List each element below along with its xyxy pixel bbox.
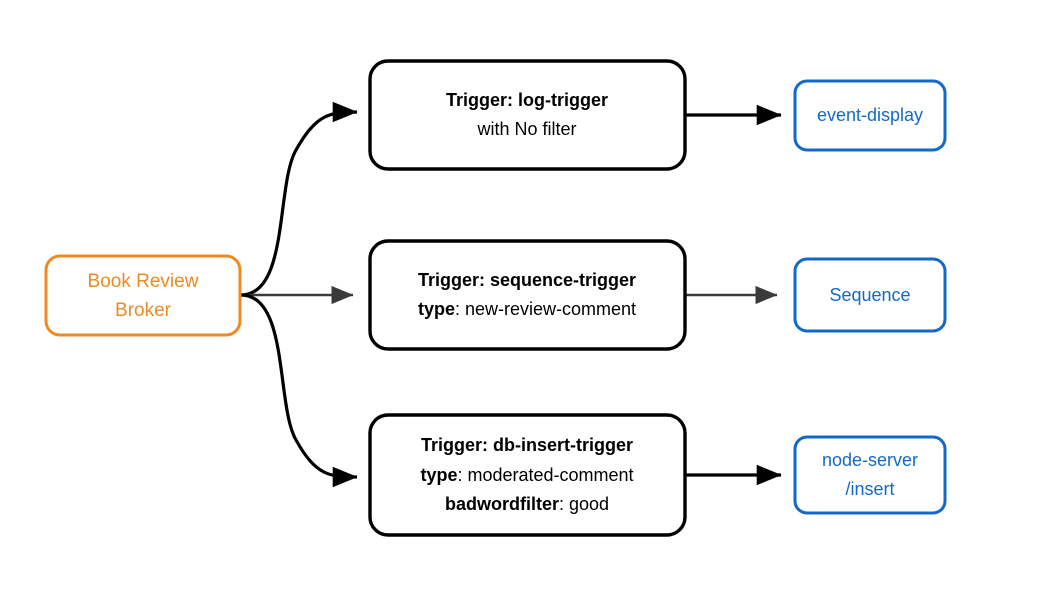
db-insert-trigger-box[interactable]	[368, 413, 687, 537]
db-insert-trigger-line-3: badwordfilter: good	[445, 494, 609, 514]
book-review-broker-line1: Book Review	[88, 271, 199, 292]
node-sequence[interactable]: Sequence	[793, 257, 947, 333]
db-insert-trigger-line-1: Trigger: db-insert-trigger	[421, 435, 633, 455]
node-server-insert-line1: node-server	[822, 450, 918, 470]
book-review-broker-line2: Broker	[115, 300, 172, 321]
db-insert-trigger-line-2-normal: : moderated-comment	[457, 465, 633, 485]
node-db-insert-trigger[interactable]: Trigger: db-insert-trigger type: moderat…	[368, 413, 687, 537]
sequence-trigger-line-2: type: new-review-comment	[418, 299, 636, 319]
db-insert-trigger-line-3-normal: : good	[559, 494, 609, 514]
event-display-label: event-display	[817, 105, 923, 125]
log-trigger-line-1: Trigger: log-trigger	[446, 90, 608, 110]
db-insert-trigger-line-1-bold: Trigger: db-insert-trigger	[421, 435, 633, 455]
edge-broker-to-db-insert-trigger	[240, 293, 358, 488]
sequence-box[interactable]	[793, 257, 947, 333]
sequence-trigger-line-2-normal: : new-review-comment	[455, 299, 636, 319]
node-event-display[interactable]: event-display	[793, 79, 947, 152]
db-insert-trigger-line-2: type: moderated-comment	[420, 465, 633, 485]
log-trigger-line-2-normal: with No filter	[476, 119, 576, 139]
edge-broker-to-log-trigger	[240, 101, 358, 297]
event-display-box[interactable]	[793, 79, 947, 152]
sequence-trigger-box[interactable]	[368, 239, 687, 351]
db-insert-trigger-line-3-bold: badwordfilter	[445, 494, 559, 514]
log-trigger-line-2: with No filter	[476, 119, 576, 139]
log-trigger-box[interactable]	[368, 59, 687, 171]
book-review-broker-box[interactable]	[44, 254, 242, 337]
node-node-server-insert[interactable]: node-server /insert	[793, 435, 947, 515]
sequence-trigger-line-1-bold: Trigger: sequence-trigger	[418, 270, 636, 290]
node-server-insert-line2: /insert	[845, 479, 894, 499]
log-trigger-line-1-bold: Trigger: log-trigger	[446, 90, 608, 110]
node-book-review-broker[interactable]: Book Review Broker	[44, 254, 242, 337]
node-sequence-trigger[interactable]: Trigger: sequence-trigger type: new-revi…	[368, 239, 687, 351]
node-server-insert-box[interactable]	[793, 435, 947, 515]
db-insert-trigger-line-2-bold: type	[420, 465, 457, 485]
sequence-trigger-line-2-bold: type	[418, 299, 455, 319]
sequence-label: Sequence	[829, 285, 910, 305]
sequence-trigger-line-1: Trigger: sequence-trigger	[418, 270, 636, 290]
node-log-trigger[interactable]: Trigger: log-trigger with No filter	[368, 59, 687, 171]
